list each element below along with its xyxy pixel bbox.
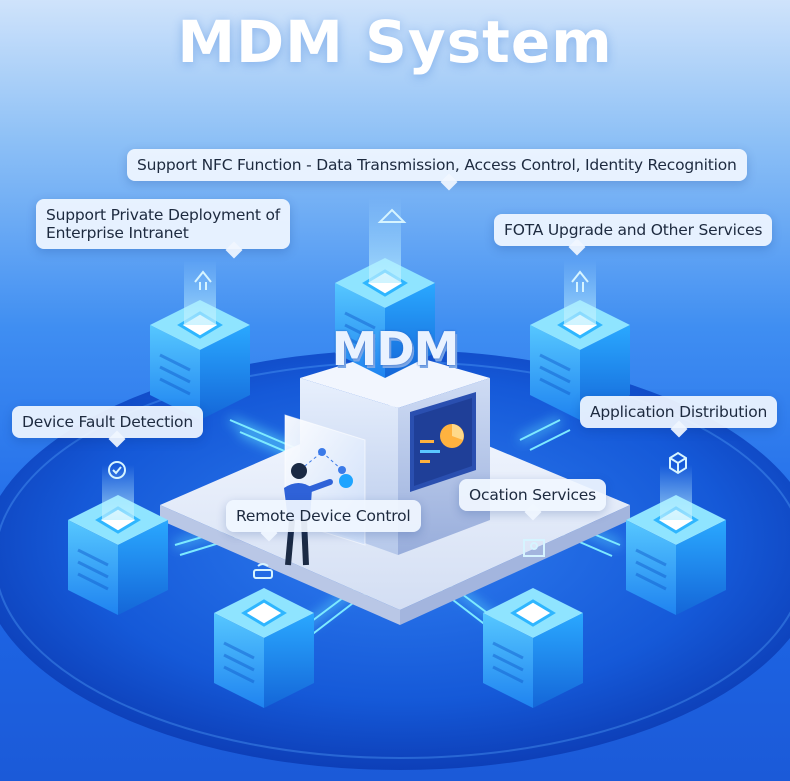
- server-upper-right: [530, 260, 630, 420]
- feature-icons: [108, 208, 687, 579]
- cube-icon: [669, 451, 687, 475]
- server-top: [335, 198, 435, 378]
- router-icon: [253, 569, 273, 579]
- server-left: [68, 465, 168, 615]
- page-title: MDM System: [177, 8, 613, 76]
- label-fault-detection: Device Fault Detection: [12, 406, 203, 438]
- label-private-deployment: Support Private Deployment of Enterprise…: [36, 199, 291, 249]
- server-right: [626, 465, 726, 615]
- label-nfc: Support NFC Function - Data Transmission…: [127, 149, 747, 181]
- server-bottom-left: [214, 588, 314, 708]
- fault-check-icon: [108, 461, 126, 479]
- label-remote-control: Remote Device Control: [226, 500, 421, 532]
- upload-icon-right: [571, 270, 589, 292]
- server-bottom-right: [483, 588, 583, 708]
- map-pin-icon: [523, 539, 545, 557]
- label-location: Ocation Services: [459, 479, 606, 511]
- servers: [68, 198, 726, 708]
- upload-icon-left: [194, 270, 212, 290]
- mdm-center-label: MDM: [331, 322, 460, 376]
- nfc-icon: [377, 208, 407, 223]
- label-app-distribution: Application Distribution: [580, 396, 778, 428]
- label-fota: FOTA Upgrade and Other Services: [494, 214, 773, 246]
- server-upper-left: [150, 260, 250, 420]
